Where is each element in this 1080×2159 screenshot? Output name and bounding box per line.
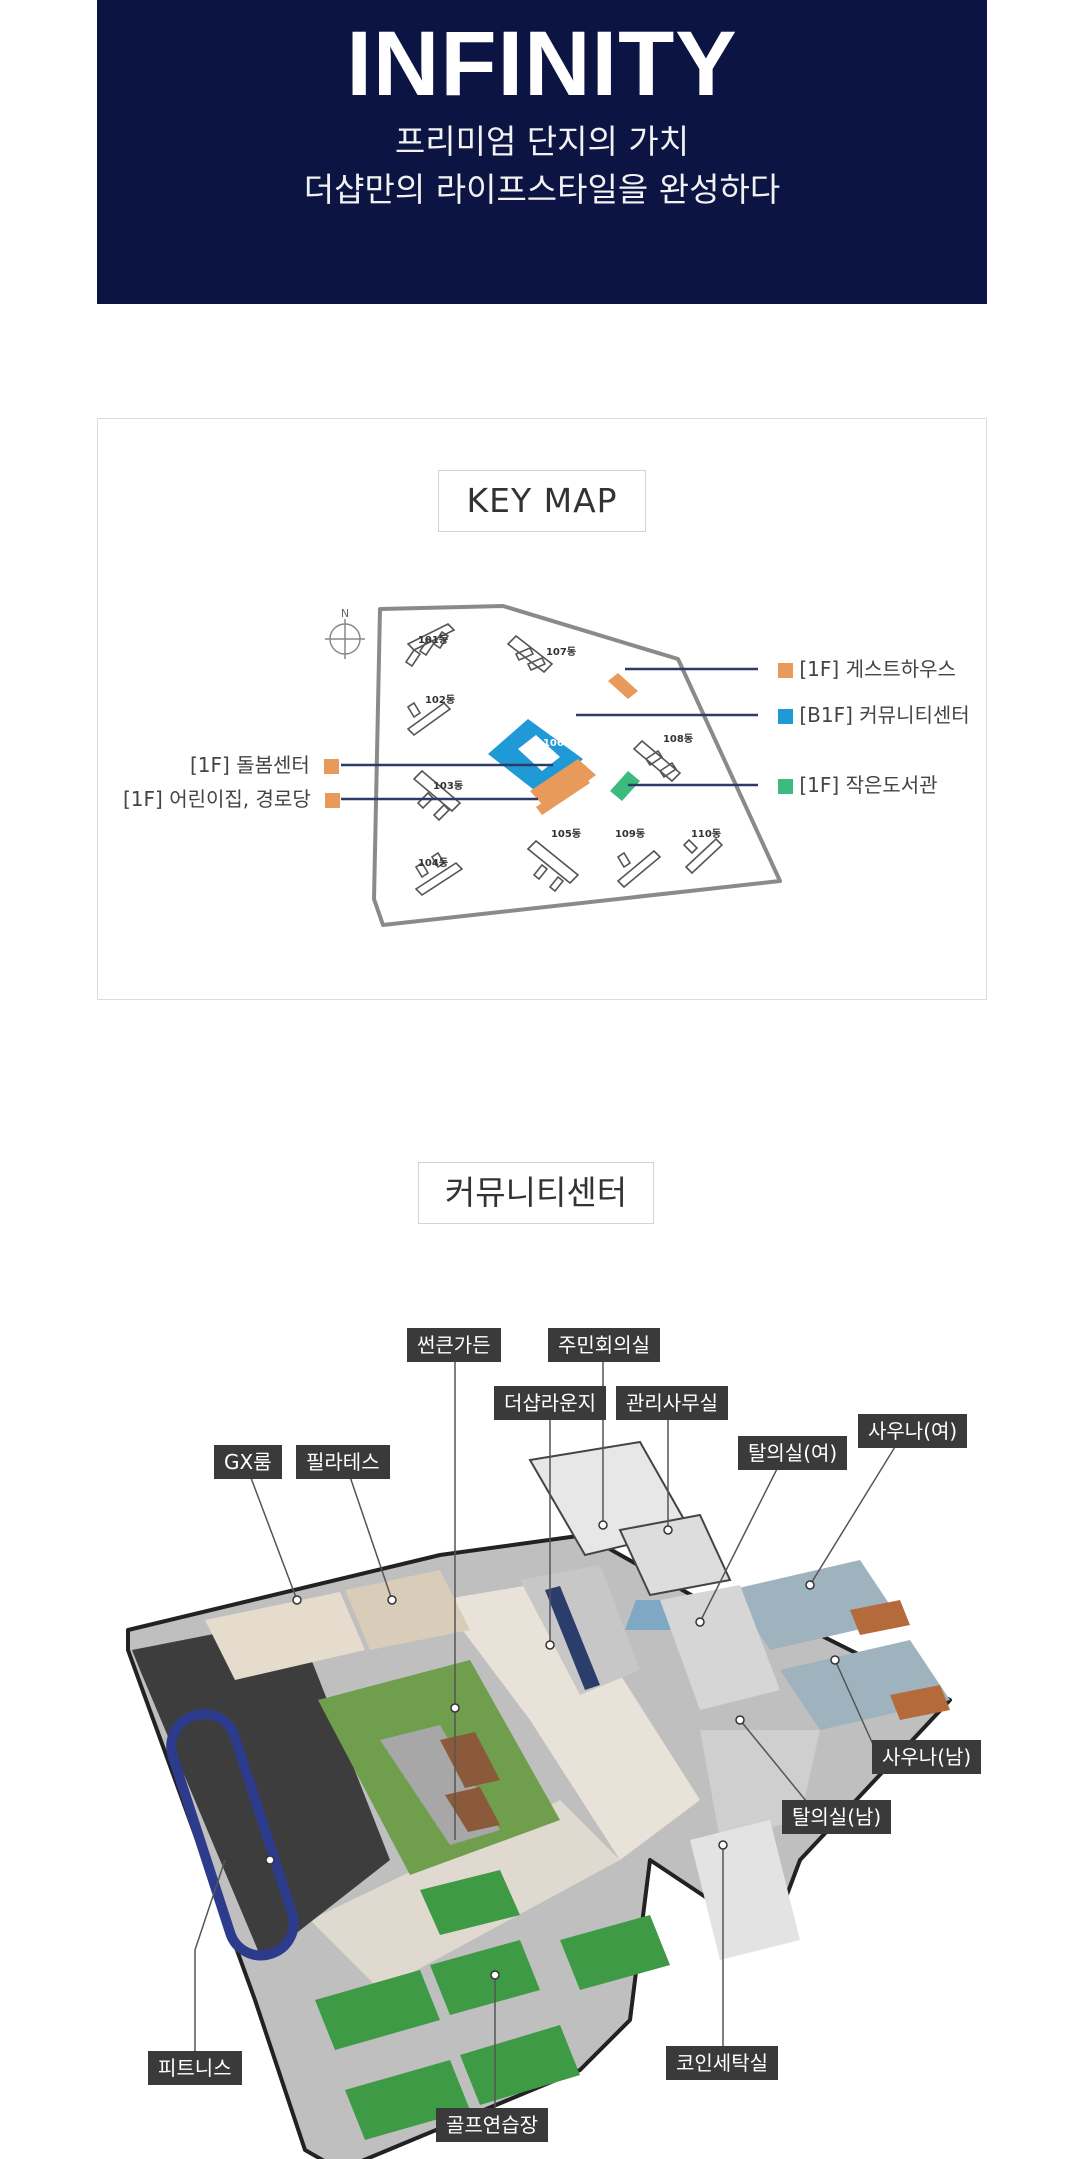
label-sauna-female: 사우나(여) xyxy=(858,1414,968,1448)
label-102: 102동 xyxy=(425,694,455,706)
building-110 xyxy=(682,837,724,875)
care-center-footprint xyxy=(530,759,596,811)
label-101: 101동 xyxy=(418,634,448,646)
building-101 xyxy=(404,623,456,668)
blue-square-icon xyxy=(778,709,793,724)
label-104: 104동 xyxy=(418,857,448,869)
label-lounge: 더샵라운지 xyxy=(494,1386,606,1420)
hero-subtitle-line2: 더샵만의 라이프스타일을 완성하다 xyxy=(303,170,781,209)
label-106: 106동 xyxy=(543,737,573,749)
legend-library: [1F] 작은도서관 xyxy=(778,773,938,797)
legend-guesthouse: [1F] 게스트하우스 xyxy=(778,657,956,681)
gx-room xyxy=(205,1592,365,1680)
building-108 xyxy=(632,739,682,783)
golf-room-4 xyxy=(345,2060,470,2140)
label-pilates: 필라테스 xyxy=(296,1445,390,1479)
label-meeting-room: 주민회의실 xyxy=(548,1328,660,1362)
building-107 xyxy=(506,634,554,674)
building-105 xyxy=(526,839,580,893)
label-103: 103동 xyxy=(433,780,463,792)
site-map: N 101동 102동 103동 104동 105동 xyxy=(325,604,782,927)
laundry-room xyxy=(690,1820,800,1960)
label-laundry: 코인세탁실 xyxy=(666,2046,778,2080)
label-changing-male: 탈의실(남) xyxy=(782,1800,892,1834)
label-sauna-male: 사우나(남) xyxy=(872,1740,982,1774)
guesthouse-footprint xyxy=(608,673,638,699)
changing-room-female xyxy=(660,1585,780,1710)
library-footprint xyxy=(610,771,640,801)
building-102 xyxy=(406,701,452,737)
label-golf: 골프연습장 xyxy=(436,2108,548,2142)
legend-community-center: [B1F] 커뮤니티센터 xyxy=(778,703,970,727)
label-sunken-garden: 썬큰가든 xyxy=(407,1328,501,1362)
golf-room-2 xyxy=(430,1940,540,2015)
community-title: 커뮤니티센터 xyxy=(418,1162,654,1224)
label-changing-female: 탈의실(여) xyxy=(738,1436,848,1470)
green-square-icon xyxy=(778,779,793,794)
compass-label: N xyxy=(341,607,349,620)
label-fitness: 피트니스 xyxy=(148,2051,242,2085)
building-103 xyxy=(412,769,462,822)
hero-title: INFINITY xyxy=(346,13,738,115)
office xyxy=(618,1513,732,1597)
keymap-title: KEY MAP xyxy=(438,470,646,532)
label-108: 108동 xyxy=(663,733,693,745)
label-109: 109동 xyxy=(615,828,645,840)
label-110: 110동 xyxy=(691,828,721,840)
compass-icon: N xyxy=(325,607,365,659)
orange-square-icon xyxy=(324,759,340,774)
golf-room-6 xyxy=(420,1870,520,1935)
building-104 xyxy=(414,851,464,897)
legend-kindergarten-senior: [1F] 어린이집, 경로당 xyxy=(123,787,341,811)
legend-care-center: [1F] 돌봄센터 xyxy=(190,753,340,777)
label-gx-room: GX룸 xyxy=(214,1445,282,1479)
golf-room-5 xyxy=(460,2025,580,2105)
floor-plan xyxy=(126,1335,952,2159)
hero-subtitle-line1: 프리미엄 단지의 가치 xyxy=(394,122,690,161)
orange-square-icon xyxy=(778,663,793,678)
label-105: 105동 xyxy=(551,828,581,840)
building-109 xyxy=(616,849,662,889)
label-107: 107동 xyxy=(546,646,576,658)
pilates-room xyxy=(345,1570,470,1650)
golf-room-3 xyxy=(560,1915,670,1990)
keymap-panel: KEY MAP N 10 xyxy=(97,418,987,1000)
label-office: 관리사무실 xyxy=(616,1386,728,1420)
hero-banner: INFINITY 프리미엄 단지의 가치 더샵만의 라이프스타일을 완성하다 xyxy=(97,0,987,304)
golf-room-1 xyxy=(315,1970,440,2050)
orange-square-icon xyxy=(325,793,341,808)
